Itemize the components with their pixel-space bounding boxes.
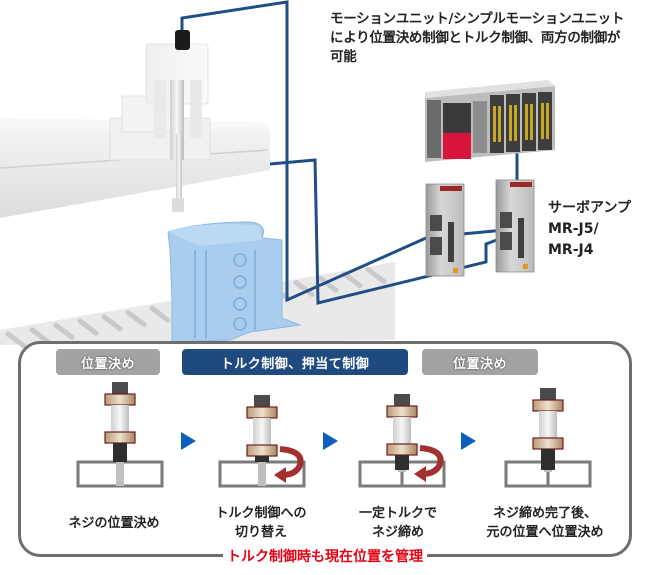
io-module bbox=[506, 94, 520, 152]
tool-shaft bbox=[253, 418, 271, 446]
io-module bbox=[538, 92, 552, 150]
caption-line: 一定トルクで bbox=[358, 506, 437, 521]
headline: モーションユニット/シンプルモーションユニット により位置決め制御とトルク制御、… bbox=[330, 10, 650, 67]
step-arrow-icon bbox=[461, 432, 476, 450]
cable bbox=[180, 0, 436, 303]
io-led-strip bbox=[514, 105, 517, 141]
actuator-head bbox=[109, 30, 211, 212]
footer-note: トルク制御時も現在位置を管理 bbox=[0, 546, 650, 566]
plc-controller bbox=[425, 80, 555, 162]
screwdriver-illustration bbox=[218, 395, 306, 488]
io-led-strip bbox=[530, 104, 533, 140]
screwdriver-illustration bbox=[358, 394, 446, 488]
collar bbox=[246, 444, 278, 457]
rotation-arrowhead bbox=[414, 466, 426, 482]
roller bbox=[341, 271, 363, 289]
phase-badge-positioning-start: 位置決め bbox=[56, 349, 160, 375]
roller bbox=[101, 314, 123, 332]
step-caption-4: ネジ締め完了後、 元の位置へ位置決め bbox=[470, 504, 620, 542]
collar bbox=[386, 405, 418, 418]
roller bbox=[365, 267, 387, 284]
tool-cap bbox=[112, 382, 128, 396]
tool-bit bbox=[541, 449, 555, 470]
io-led-strip bbox=[541, 103, 544, 139]
tool-bit bbox=[113, 443, 127, 462]
servo-amp-label-line: MR-J4 bbox=[548, 242, 594, 258]
roller bbox=[317, 275, 339, 293]
collar bbox=[104, 393, 136, 406]
tool-cap bbox=[540, 388, 556, 402]
tool-shaft bbox=[539, 411, 557, 439]
roller bbox=[125, 310, 147, 327]
footer-note-text: トルク制御時も現在位置を管理 bbox=[223, 549, 427, 565]
rotation-arrow-icon bbox=[279, 446, 304, 478]
roller bbox=[53, 322, 75, 340]
io-led-strip bbox=[498, 106, 501, 142]
step-caption-1: ネジの位置決め bbox=[44, 514, 184, 533]
caption-line: 切り替え bbox=[234, 525, 287, 540]
tool-bit bbox=[395, 455, 409, 470]
step-arrow-icon bbox=[323, 432, 338, 450]
collar bbox=[246, 406, 278, 419]
servo-amp-label: サーボアンプ MR-J5/ MR-J4 bbox=[548, 198, 631, 261]
io-led-strip bbox=[546, 103, 549, 139]
caption-line: トルク制御への bbox=[215, 506, 307, 521]
screwdriver-illustration bbox=[76, 382, 164, 488]
cable bbox=[269, 158, 503, 305]
tool-cap bbox=[394, 394, 410, 408]
caption-line: 元の位置へ位置決め bbox=[486, 525, 604, 540]
roller bbox=[293, 279, 315, 297]
servo-amplifier-2 bbox=[495, 179, 535, 273]
screw bbox=[116, 462, 124, 486]
step-caption-2: トルク制御への 切り替え bbox=[196, 504, 326, 542]
roller bbox=[29, 327, 51, 345]
workpiece bbox=[167, 221, 302, 343]
roller bbox=[5, 331, 27, 349]
phase-badge-torque-control: トルク制御、押当て制御 bbox=[182, 349, 408, 375]
collar bbox=[532, 399, 564, 412]
collar bbox=[386, 443, 418, 456]
rotation-arrow-icon bbox=[419, 445, 444, 477]
servo-amp-label-line: サーボアンプ bbox=[548, 200, 632, 216]
step-illustrations bbox=[76, 382, 592, 488]
io-led-strip bbox=[525, 104, 528, 140]
collar bbox=[532, 437, 564, 450]
servo-amplifier-1 bbox=[425, 183, 465, 277]
tool-bit bbox=[255, 456, 269, 462]
io-module bbox=[490, 95, 504, 153]
step-arrow-icon bbox=[181, 432, 196, 450]
tool-shaft bbox=[111, 405, 129, 433]
collar bbox=[104, 431, 136, 444]
servo-amp-label-line: MR-J5/ bbox=[548, 221, 599, 237]
headline-line: モーションユニット/シンプルモーションユニット bbox=[330, 11, 625, 27]
caption-line: ネジ締め bbox=[371, 525, 424, 540]
io-led-strip bbox=[509, 105, 512, 141]
caption-line: ネジの位置決め bbox=[68, 516, 160, 531]
io-led-strip bbox=[493, 106, 496, 142]
phase-badge-positioning-end: 位置決め bbox=[422, 349, 538, 375]
screw bbox=[258, 462, 266, 486]
tool-shaft bbox=[393, 417, 411, 445]
headline-line: 可能 bbox=[330, 49, 357, 65]
roller bbox=[77, 318, 99, 336]
roller bbox=[149, 305, 171, 323]
step-caption-3: 一定トルクで ネジ締め bbox=[336, 504, 460, 542]
screwdriver-illustration bbox=[504, 388, 592, 488]
headline-line: により位置決め制御とトルク制御、両方の制御が bbox=[330, 30, 621, 46]
tool-cap bbox=[254, 395, 270, 409]
caption-line: ネジ締め完了後、 bbox=[492, 506, 597, 521]
rotation-arrowhead bbox=[274, 467, 286, 483]
io-module bbox=[522, 93, 536, 151]
